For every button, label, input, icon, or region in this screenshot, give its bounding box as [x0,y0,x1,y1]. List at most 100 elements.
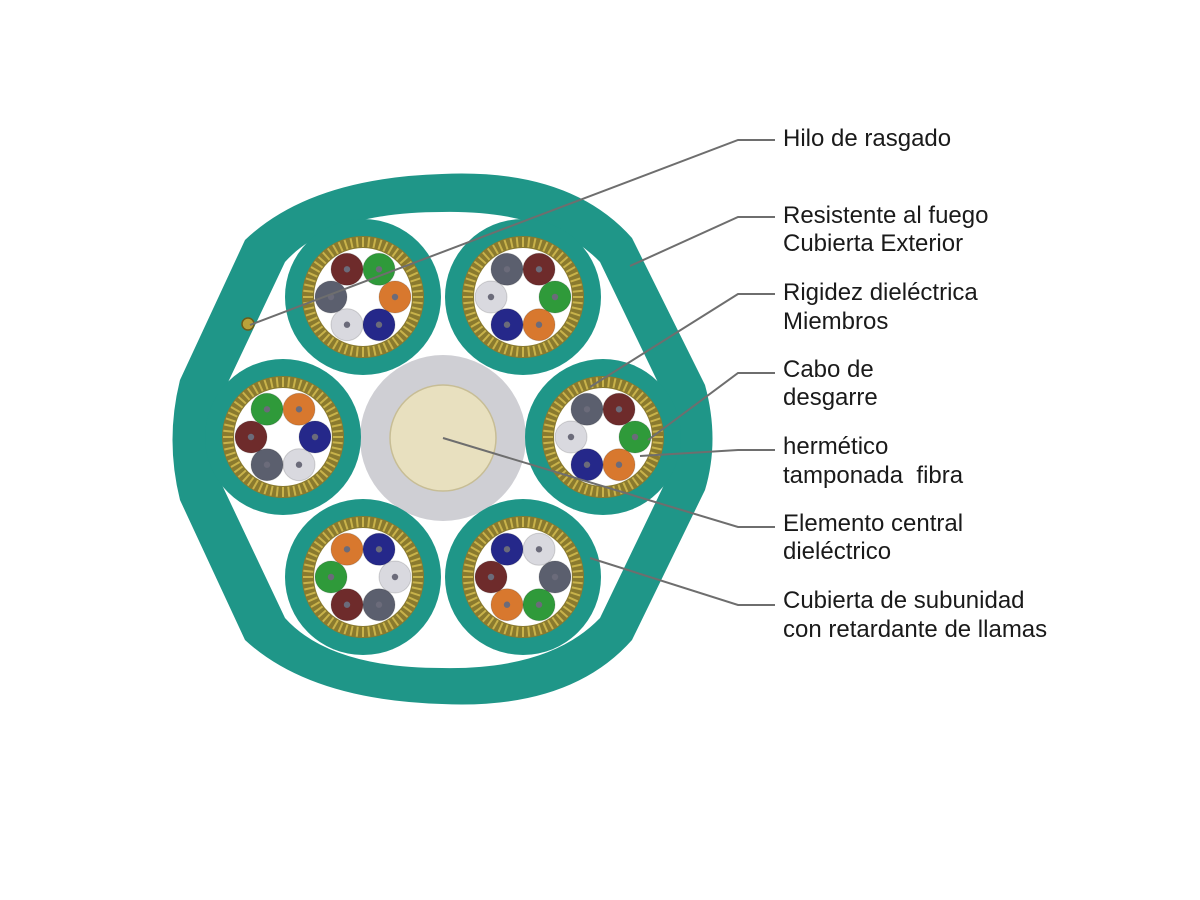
aramid-strand [355,346,359,357]
aramid-strand [537,519,543,530]
label-strength-members-line1: Rigidez dieléctrica [783,279,978,306]
aramid-strand [617,379,623,390]
aramid-strand [551,616,560,627]
aramid-strand [367,346,371,357]
aramid-strand [317,329,327,338]
aramid-strand [367,237,371,248]
aramid-strand [482,613,491,623]
aramid-strand [391,616,400,627]
aramid-strand [242,473,251,483]
aramid-strand [547,244,554,255]
aramid-strand [317,609,327,618]
subunits [205,219,681,655]
subunit [285,219,441,375]
aramid-strand [470,601,481,608]
aramid-strand [497,241,504,252]
aramid-strand [382,622,389,633]
aramid-strand [464,563,475,568]
label-tight-buffered-fiber-line2: tamponada fibra [783,462,964,489]
aramid-strand [412,569,423,573]
aramid-strand [527,626,531,637]
subunit [205,359,361,515]
aramid-strand [263,379,269,390]
fiber-core [567,433,575,441]
fiber-core [535,601,543,608]
aramid-strand [645,461,656,468]
fiber-core [263,406,271,413]
aramid-strand [532,345,537,356]
aramid-strand [509,518,514,529]
aramid-strand [565,321,576,328]
aramid-strand [287,486,291,497]
subunit [445,499,601,655]
aramid-strand [331,423,342,428]
aramid-strand [527,517,531,528]
subunit [285,499,441,655]
aramid-strand [565,601,576,608]
aramid-strand [527,237,531,248]
aramid-strand [477,256,487,265]
aramid-strand [382,241,389,252]
aramid-strand [482,531,491,541]
aramid-strand [515,346,519,357]
aramid-strand [550,406,561,413]
aramid-strand [467,596,478,603]
aramid-strand [635,473,644,483]
aramid-strand [515,237,519,248]
aramid-strand [305,277,316,283]
fiber-core [503,601,511,608]
aramid-strand [377,239,383,250]
fiber-core [375,546,383,553]
fiber-core [391,573,399,581]
aramid-strand [372,518,377,529]
aramid-strand [463,289,474,293]
aramid-strand [562,260,573,269]
aramid-strand [410,311,421,317]
aramid-strand [297,484,303,495]
aramid-strand [387,619,394,630]
aramid-strand [570,277,581,283]
aramid-strand [482,333,491,343]
aramid-strand [544,446,555,451]
aramid-strand [322,465,333,474]
fiber-core [311,433,319,441]
aramid-strand [322,400,333,409]
fiber-core [295,461,303,468]
aramid-strand [322,251,331,261]
aramid-strand [310,601,321,608]
aramid-strand [233,400,244,409]
aramid-strand [405,546,416,553]
fiber-core [487,293,495,301]
aramid-strand [565,546,576,553]
aramid-yarn-texture [303,517,423,637]
aramid-strand [349,518,354,529]
aramid-strand [372,238,377,249]
label-rip-thread: Hilo de rasgado [783,125,951,152]
aramid-strand [332,619,339,630]
aramid-strand [570,557,581,563]
aramid-strand [408,551,419,558]
aramid-strand [313,540,324,549]
fiber-core [343,321,351,328]
fiber-core [375,321,383,328]
aramid-strand [343,344,349,355]
aramid-strand [651,423,662,428]
aramid-strand [477,329,487,338]
aramid-strand [515,517,519,528]
aramid-strand [551,527,560,538]
aramid-strand [319,469,329,478]
leader-line-tight-buffered-fiber [639,449,775,457]
aramid-strand [411,586,422,591]
aramid-strand [387,339,394,350]
aramid-strand [492,619,499,630]
label-outer-jacket-line1: Resistente al fuego [783,202,988,229]
aramid-strand [412,301,423,305]
aramid-strand [305,311,316,317]
aramid-strand [242,391,251,401]
aramid-strand [408,596,419,603]
aramid-strand [337,342,344,353]
aramid-strand [326,616,335,627]
aramid-strand [313,605,324,614]
aramid-strand [627,479,634,490]
aramid-strand [355,517,359,528]
